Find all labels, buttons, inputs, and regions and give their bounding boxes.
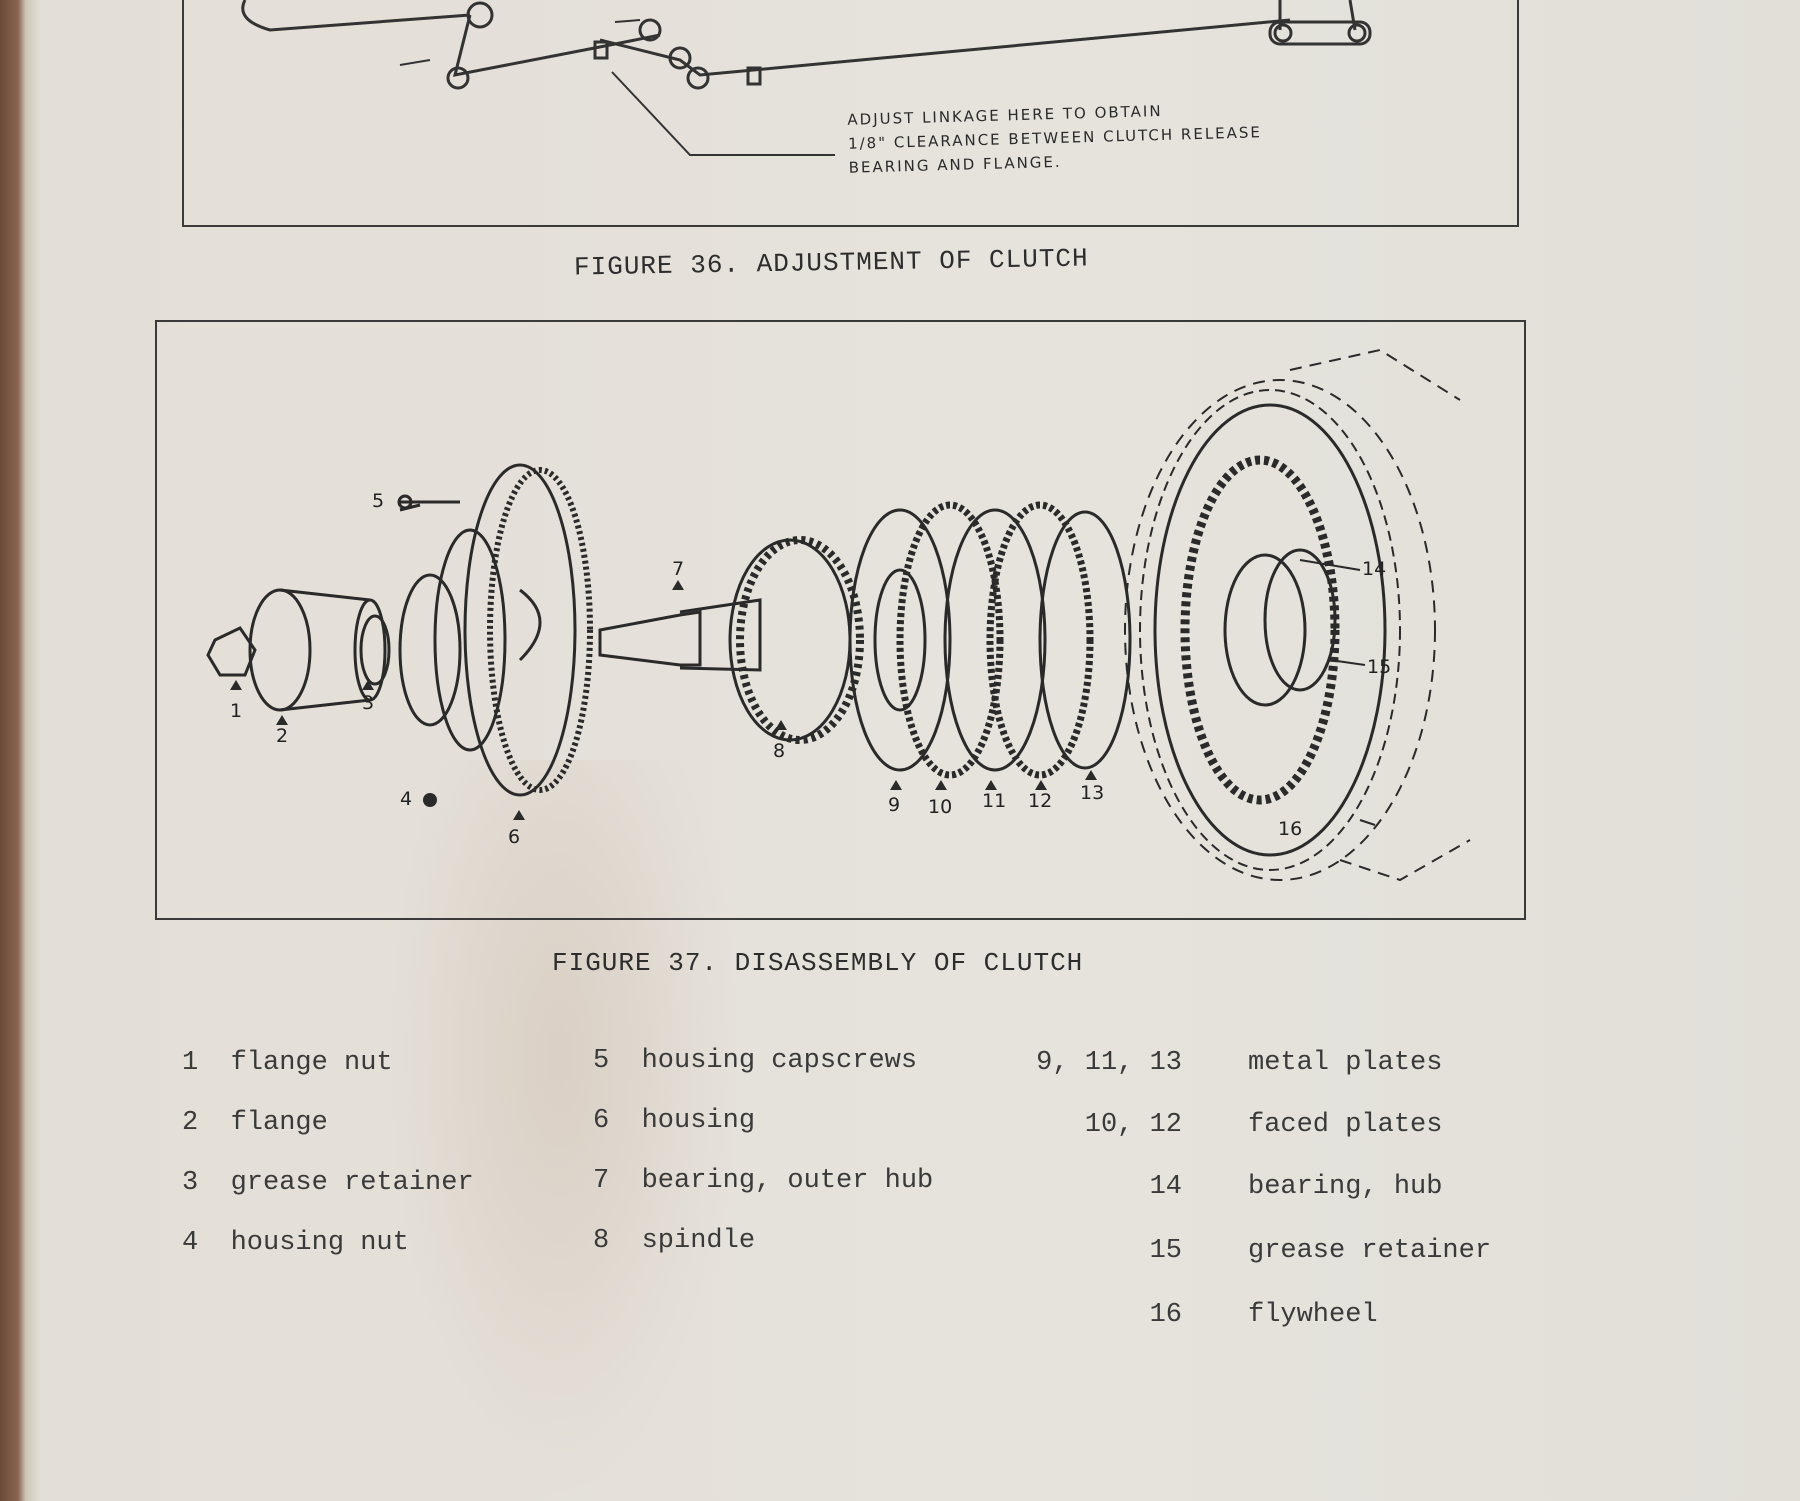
callout-8: 8 — [773, 740, 786, 762]
callout-7: 7 — [672, 558, 685, 580]
figure-37-frame — [155, 320, 1526, 920]
legend-number: 9, 11, 13 — [1036, 1048, 1182, 1078]
callout-10: 10 — [928, 796, 953, 818]
callout-9: 9 — [888, 794, 901, 816]
callout-3: 3 — [362, 692, 375, 714]
water-stain — [380, 760, 740, 1500]
legend-item: 7 bearing, outer hub — [593, 1166, 934, 1196]
callout-15: 15 — [1367, 656, 1392, 678]
callout-2: 2 — [276, 725, 289, 747]
legend-item: 4 housing nut — [182, 1228, 409, 1258]
legend-label: grease retainer — [1248, 1236, 1492, 1266]
callout-11: 11 — [982, 790, 1007, 812]
callout-16: 16 — [1278, 818, 1303, 840]
legend-item: 8 spindle — [593, 1226, 756, 1256]
callout-4: 4 — [400, 788, 413, 810]
figure-36-frame — [182, 0, 1519, 227]
legend-item: 1 flange nut — [182, 1048, 393, 1078]
legend-number: 15 — [1149, 1236, 1182, 1266]
legend-label: metal plates — [1248, 1048, 1443, 1078]
callout-1: 1 — [230, 700, 243, 722]
figure-37-caption: FIGURE 37. DISASSEMBLY OF CLUTCH — [552, 948, 1084, 978]
legend-item: 6 housing — [593, 1106, 756, 1136]
legend-label: flywheel — [1248, 1300, 1378, 1330]
legend-number: 10, 12 — [1084, 1110, 1182, 1140]
legend-number: 16 — [1149, 1300, 1182, 1330]
callout-12: 12 — [1028, 790, 1053, 812]
legend-number: 14 — [1149, 1172, 1182, 1202]
legend-label: bearing, hub — [1248, 1172, 1443, 1202]
callout-5: 5 — [372, 490, 385, 512]
legend-item: 3 grease retainer — [182, 1168, 474, 1198]
legend-label: faced plates — [1248, 1110, 1443, 1140]
legend-item: 2 flange — [182, 1108, 328, 1138]
legend-item: 5 housing capscrews — [593, 1046, 918, 1076]
callout-14: 14 — [1362, 558, 1387, 580]
callout-13: 13 — [1080, 782, 1105, 804]
callout-6: 6 — [508, 826, 521, 848]
